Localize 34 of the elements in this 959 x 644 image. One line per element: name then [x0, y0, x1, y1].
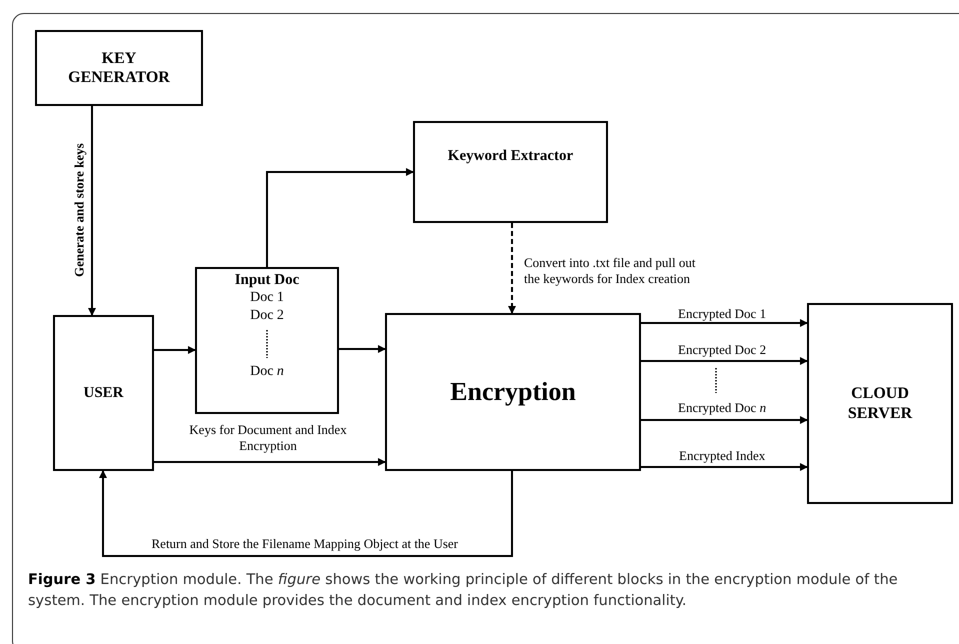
edge-label: Encrypted Doc 1 [678, 306, 766, 322]
arrow [641, 416, 808, 424]
edge-label: Keys for Document and Index Encryption [188, 422, 348, 454]
arrow [99, 470, 513, 557]
node-label: Encryption [450, 376, 576, 408]
edge-label: Encrypted Doc n [678, 400, 766, 416]
arrow [154, 346, 196, 354]
arrow [339, 345, 386, 353]
process-box [53, 315, 154, 471]
edge-label: Generate and store keys [72, 143, 88, 277]
node-label: Keyword Extractor [448, 147, 574, 165]
edge-label: Encrypted Doc 2 [678, 342, 766, 358]
document-label: Doc 2 [250, 307, 284, 326]
arrow [88, 106, 96, 316]
node-label: Input Doc [234, 271, 300, 289]
document-label: Doc 1 [250, 289, 284, 307]
process-box [413, 121, 608, 223]
dashed-arrow [508, 223, 516, 314]
process-box [807, 303, 953, 504]
node-label: CLOUD SERVER [846, 384, 914, 423]
arrow [154, 458, 386, 466]
edge-label: Return and Store the Filename Mapping Object at the User [152, 536, 458, 552]
node-label: USER [83, 384, 124, 402]
figure-caption: Figure 3 Encryption module. The figure shows the working principle of different blocks in the encryption module of the system. The encryption module provides the document and index encryption functionality. [28, 571, 899, 612]
process-box [35, 30, 203, 106]
arrow [641, 463, 808, 471]
arrow [641, 357, 808, 365]
arrow [641, 319, 808, 327]
process-box [385, 313, 641, 471]
document-label: Doc n [250, 363, 284, 382]
node-label: KEY GENERATOR [67, 48, 171, 88]
process-box [195, 267, 339, 414]
edge-label: Encrypted Index [679, 448, 766, 464]
arrow [266, 168, 414, 267]
